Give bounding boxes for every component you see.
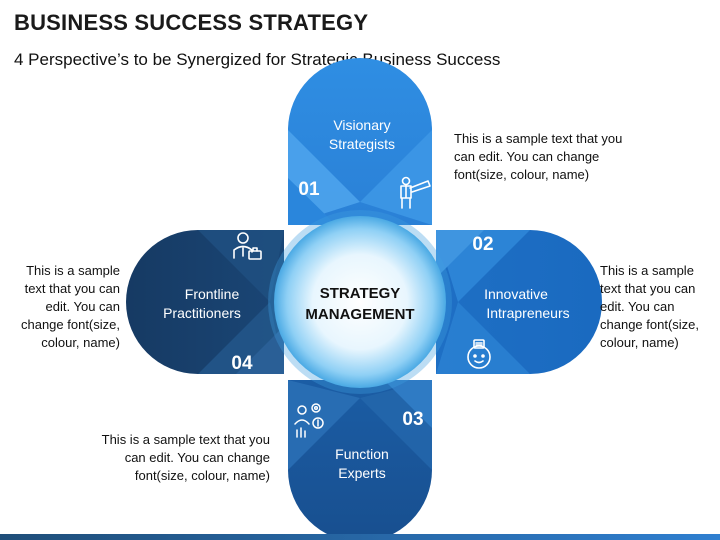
petal-2-label-line2: Intrapreneurs [486,305,569,321]
petal-1-number: 01 [298,179,320,200]
petal-3-label-line2: Experts [338,465,385,481]
petal-3-label-line1: Function [335,446,389,462]
petal-4-label-line2: Practitioners [163,305,241,321]
description-line: change font(size, [20,317,120,332]
businessman-briefcase-icon [233,232,262,260]
description-frontline-practitioners: This is a sample text that you can edit.… [21,262,120,352]
petal-3-number: 03 [402,409,423,430]
petal-4-number: 04 [231,353,253,374]
petal-1-label-line2: Strategists [329,136,395,152]
petal-frontline-practitioners [126,230,284,374]
petal-1-label-line1: Visionary [333,117,390,133]
petal-2-number: 02 [472,234,493,255]
description-line: This is a sample [26,263,120,278]
description-line: colour, name) [600,335,679,350]
telescope-person-icon [400,176,431,209]
description-line: colour, name) [41,335,120,350]
center-circle [274,216,446,388]
page-title: BUSINESS SUCCESS STRATEGY [14,10,369,35]
petal-innovative-intrapreneurs [436,230,602,374]
description-line: can edit. You can change [454,149,600,164]
description-line: font(size, colour, name) [454,167,590,182]
petal-function-experts [288,380,432,540]
description-line: This is a sample text that you [101,432,270,447]
idea-head-icon [467,339,491,369]
petal-4-label-line1: Frontline [185,286,240,302]
description-innovative-intrapreneurs: This is a sample text that you can edit.… [600,262,699,352]
description-line: This is a sample [600,263,694,278]
description-line: can edit. You can change [124,450,270,465]
description-function-experts: This is a sample text that you can edit.… [102,431,270,485]
description-line: edit. You can [600,299,675,314]
bottom-accent-bar [0,534,720,540]
description-line: This is a sample text that you [454,131,623,146]
description-line: edit. You can [45,299,120,314]
description-line: change font(size, [600,317,700,332]
center-label-line2: MANAGEMENT [305,306,414,323]
expert-gears-icon [294,403,324,438]
petal-visionary-strategists [288,58,432,225]
description-line: text that you can [24,281,120,296]
description-line: text that you can [600,281,696,296]
petal-2-label-line1: Innovative [484,286,548,302]
description-line: font(size, colour, name) [134,468,270,483]
description-visionary-strategists: This is a sample text that you can edit.… [454,130,622,184]
center-label-line1: STRATEGY [320,285,401,302]
